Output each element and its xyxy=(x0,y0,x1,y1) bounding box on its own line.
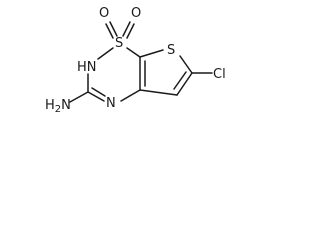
bond-s-c8a xyxy=(126,47,141,58)
bond-s-thiophene-c6 xyxy=(179,55,193,74)
chemical-structure-diagram: O O S HN S Cl N H2N xyxy=(45,6,226,115)
atom-amine-group: H2N xyxy=(45,98,71,115)
atom-labels: O O S HN S Cl N H2N xyxy=(45,6,226,115)
bonds xyxy=(69,21,213,103)
bond-c3-nh2 xyxy=(69,91,89,103)
atom-oxygen-left: O xyxy=(99,6,109,21)
bond-s-o-right-b xyxy=(126,23,135,39)
bond-c6-c5-a xyxy=(176,72,193,96)
bond-c3-n4-b xyxy=(91,87,106,97)
bond-n4-c4a xyxy=(120,89,141,102)
bond-s-nh xyxy=(97,47,114,60)
atom-chlorine: Cl xyxy=(213,67,226,82)
bond-c3-n4-a xyxy=(87,91,105,102)
bond-c8a-s-thiophene xyxy=(139,49,164,58)
bond-s-o-left-b xyxy=(109,21,118,37)
atom-ring-nh: HN xyxy=(77,60,97,75)
atom-sulfonyl-sulfur: S xyxy=(115,36,123,51)
atom-ring-nitrogen: N xyxy=(106,96,116,111)
atom-thiophene-sulfur: S xyxy=(167,43,175,58)
bond-c5-c4a xyxy=(139,89,178,96)
bond-s-o-right-a xyxy=(122,21,131,37)
bond-c6-c5-b xyxy=(173,71,187,90)
bond-s-o-left-a xyxy=(105,23,114,39)
amine-hydrogen: H xyxy=(45,98,55,113)
amine-nitrogen: N xyxy=(61,98,71,113)
amine-subscript: 2 xyxy=(55,104,61,115)
atom-oxygen-right: O xyxy=(131,6,141,21)
